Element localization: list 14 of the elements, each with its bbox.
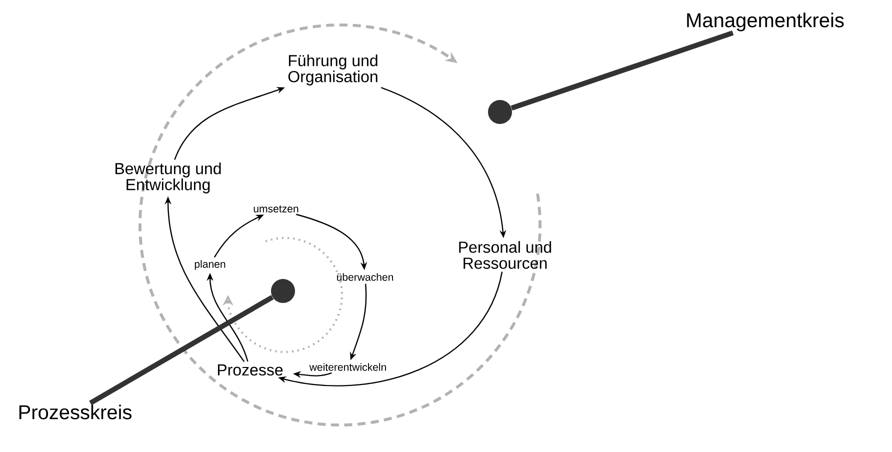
node-label: Führung und Organisation bbox=[288, 54, 378, 86]
pin-dot bbox=[488, 100, 512, 124]
leader-line bbox=[89, 294, 274, 406]
node-label: weiterentwickeln bbox=[309, 363, 386, 371]
node-label: Managementkreis bbox=[687, 12, 844, 32]
node-label: Bewertung und Entwicklung bbox=[116, 162, 221, 194]
node-label: planen bbox=[194, 260, 226, 270]
node-label: überwachen bbox=[337, 273, 394, 281]
node-label: Personal und Ressourcen bbox=[459, 241, 552, 269]
node-label: Prozesskreis bbox=[19, 404, 132, 420]
node-label: Prozesse bbox=[218, 364, 283, 376]
leader-line bbox=[510, 30, 734, 110]
pin-dot bbox=[271, 279, 295, 303]
node-label: umsetzen bbox=[254, 206, 298, 212]
